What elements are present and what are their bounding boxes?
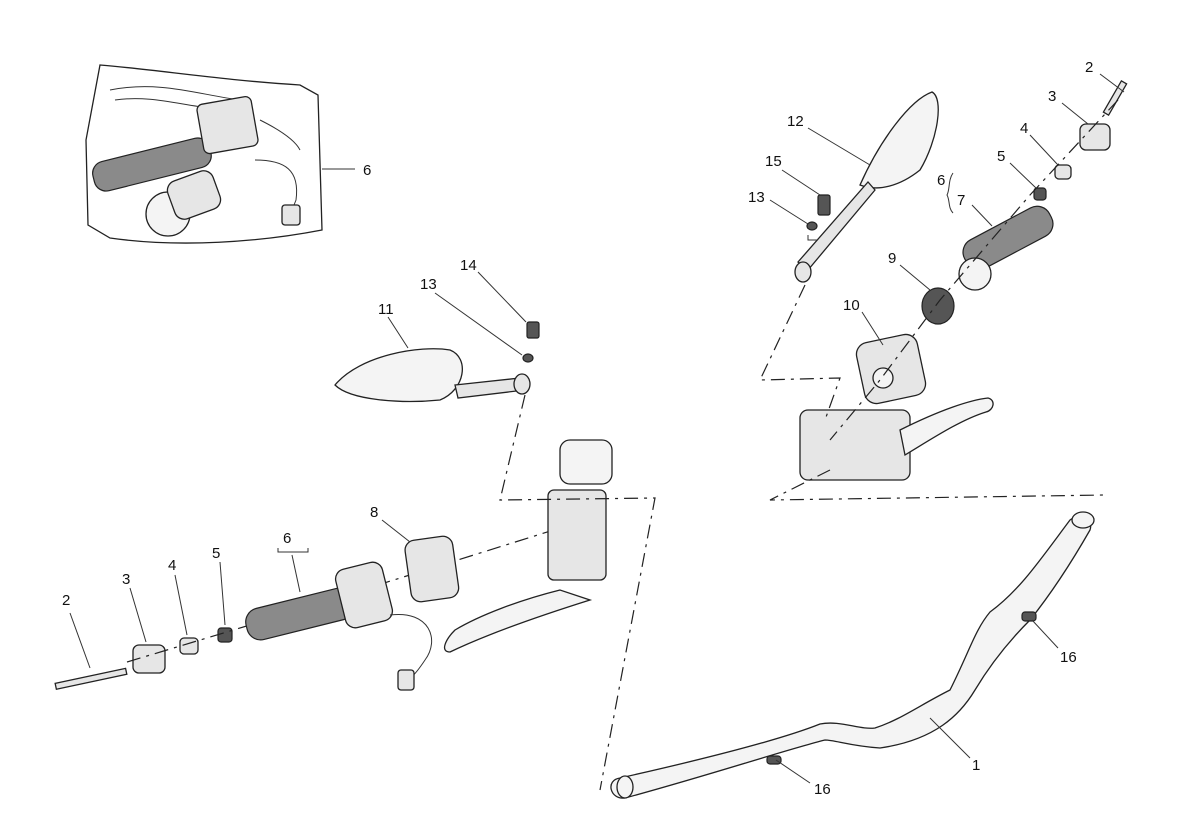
callout-left-2: 2 [62, 592, 70, 609]
callout-left-8: 8 [370, 504, 378, 521]
right-mirror-screw [817, 194, 831, 216]
inset-detail-group: 6 [85, 64, 371, 244]
inset-connector [281, 204, 301, 226]
callout-inset-6: 6 [363, 162, 371, 179]
handlebar-tube [610, 515, 1092, 799]
callout-left-3: 3 [122, 571, 130, 588]
right-mirror [859, 91, 939, 189]
callout-right-15: 15 [765, 153, 782, 170]
right-brake-lever [899, 397, 994, 457]
left-bolt [54, 667, 128, 690]
right-mirror-washer [806, 221, 818, 231]
right-assembly-group: 2 3 4 5 6 7 9 10 12 [748, 59, 1128, 501]
left-brake-lever [443, 589, 593, 653]
inset-switch-housing [196, 95, 259, 155]
callout-right-10: 10 [843, 297, 860, 314]
callout-right-9: 9 [888, 250, 896, 267]
callout-right-2: 2 [1085, 59, 1093, 76]
right-grip-flange [921, 287, 955, 325]
left-assembly-group: 2 3 4 5 6 8 11 [54, 257, 656, 791]
left-spacer [179, 637, 199, 655]
callout-left-4: 4 [168, 557, 176, 574]
handlebar-group: 16 16 1 [610, 511, 1095, 799]
callout-left-11: 11 [378, 301, 394, 318]
callout-right-5: 5 [997, 148, 1005, 165]
left-throttle-housing [334, 561, 394, 629]
callout-left-14: 14 [460, 257, 477, 274]
callout-right-7: 7 [957, 192, 965, 209]
left-mirror-washer [522, 353, 534, 363]
callout-right-12: 12 [787, 113, 804, 130]
handlebar-clip-lower [766, 755, 782, 765]
callout-bar-16-upper: 16 [1060, 649, 1077, 666]
handlebar-clip-upper [1021, 611, 1037, 622]
callout-bar-1: 1 [972, 757, 980, 774]
left-insert [217, 627, 233, 643]
right-spacer [1054, 164, 1072, 180]
left-switch-housing [404, 535, 460, 603]
left-master-cylinder-reservoir [559, 439, 613, 485]
right-bolt [1102, 80, 1128, 116]
left-mirror-screw [526, 321, 540, 339]
right-switch-housing [855, 333, 927, 405]
callout-bar-16-lower: 16 [814, 781, 831, 798]
right-insert [1033, 187, 1047, 201]
left-master-cylinder-body [547, 489, 607, 581]
left-bar-end-weight [132, 644, 166, 674]
inset-frame [85, 64, 323, 244]
callout-right-13: 13 [748, 189, 765, 206]
callout-left-6: 6 [283, 530, 291, 547]
callout-right-6: 6 [937, 172, 945, 189]
callout-left-13: 13 [420, 276, 437, 293]
callout-left-5: 5 [212, 545, 220, 562]
left-mirror [334, 348, 463, 403]
right-master-cylinder [799, 409, 911, 481]
left-throttle-connector [397, 669, 415, 691]
callout-right-3: 3 [1048, 88, 1056, 105]
callout-right-4: 4 [1020, 120, 1028, 137]
